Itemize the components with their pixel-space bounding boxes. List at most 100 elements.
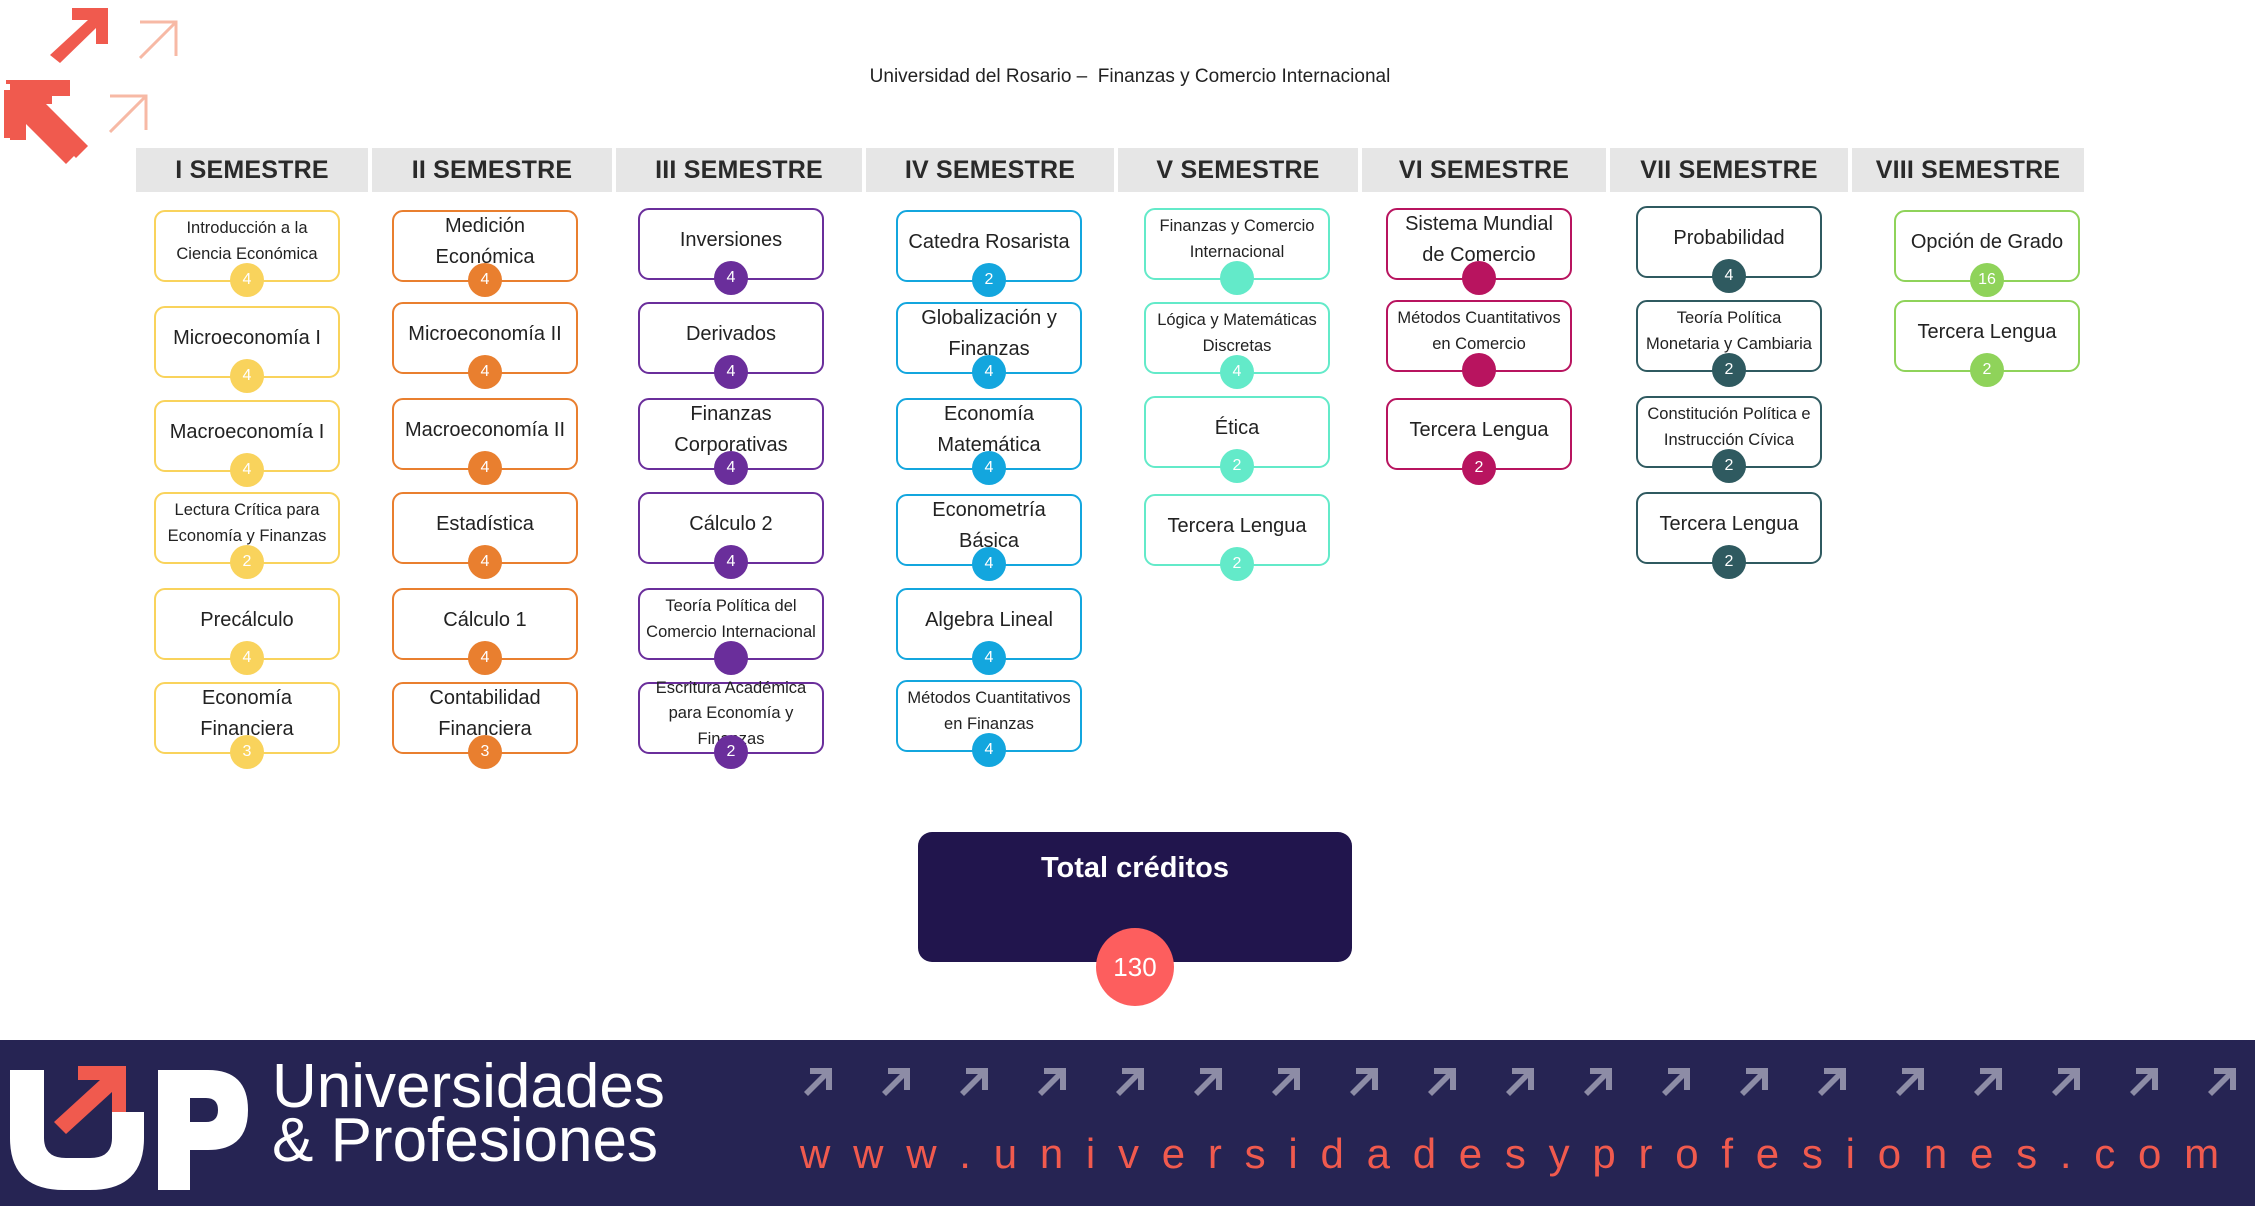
credits-badge: 4 xyxy=(714,355,748,389)
semester-header-1: I SEMESTRE xyxy=(136,148,368,192)
course-name: Tercera Lengua xyxy=(1167,514,1307,537)
arrow-icon xyxy=(1428,1068,1456,1096)
course-name: Medición Económica xyxy=(435,215,535,268)
website-letter: e xyxy=(1161,1130,1186,1177)
credits-badge: 2 xyxy=(1220,449,1254,483)
website-letter: f xyxy=(1721,1130,1734,1177)
website-letter: s xyxy=(2016,1130,2038,1177)
website-letter: i xyxy=(1288,1130,1299,1177)
arrow-icon xyxy=(1662,1068,1690,1096)
semester-header-6: VI SEMESTRE xyxy=(1362,148,1606,192)
up-logo-icon xyxy=(10,1066,248,1190)
brand-name: Universidades & Profesiones xyxy=(272,1052,665,1175)
course-name: Escritura Académica para Economía y Fina… xyxy=(655,678,807,748)
course-name: Inversiones xyxy=(679,228,783,251)
course-name: Tercera Lengua xyxy=(1917,320,2057,343)
website-letter: s xyxy=(1801,1130,1824,1177)
arrow-icon xyxy=(1974,1068,2002,1096)
decorative-arrow-row xyxy=(800,1066,2240,1110)
course-card: Métodos Cuantitativos en Comercio xyxy=(1386,300,1572,387)
credits-badge: 2 xyxy=(714,735,748,769)
credits-badge: 4 xyxy=(468,355,502,389)
credits-badge: 4 xyxy=(468,641,502,675)
website-letter: a xyxy=(1366,1130,1391,1177)
course-name: Introducción a la Ciencia Económica xyxy=(176,219,318,263)
website-letter: n xyxy=(1923,1130,1948,1177)
credits-badge xyxy=(714,641,748,675)
credits-badge: 2 xyxy=(1712,353,1746,387)
credits-badge: 4 xyxy=(1220,355,1254,389)
website-letter: i xyxy=(1085,1130,1096,1177)
credits-badge: 4 xyxy=(972,733,1006,767)
semester-header-5: V SEMESTRE xyxy=(1118,148,1358,192)
arrow-icon xyxy=(2130,1068,2158,1096)
credits-badge: 4 xyxy=(714,545,748,579)
course-name: Macroeconomía II xyxy=(404,418,566,441)
course-name: Estadística xyxy=(436,512,534,535)
credits-badge: 4 xyxy=(230,453,264,487)
credits-badge: 3 xyxy=(468,735,502,769)
website-letter: o xyxy=(1675,1130,1700,1177)
credits-badge: 4 xyxy=(972,547,1006,581)
website-letter: . xyxy=(959,1130,972,1177)
website-letter: d xyxy=(1412,1130,1437,1177)
course-name: Finanzas Corporativas xyxy=(674,403,788,456)
website-letter: s xyxy=(1244,1130,1267,1177)
course-card: Lectura Crítica para Economía y Finanzas… xyxy=(154,492,340,579)
course-name: Tercera Lengua xyxy=(1409,418,1549,441)
course-card: Constitución Política e Instrucción Cívi… xyxy=(1636,396,1822,483)
course-card: Tercera Lengua 2 xyxy=(1894,300,2080,387)
arrow-icon xyxy=(804,1068,832,1096)
credits-badge: 4 xyxy=(468,263,502,297)
website-letter: v xyxy=(1118,1130,1140,1177)
website-letter: i xyxy=(1845,1130,1856,1177)
arrow-icon xyxy=(1896,1068,1924,1096)
course-card: Sistema Mundial de Comercio xyxy=(1386,208,1572,295)
credits-badge: 2 xyxy=(1970,353,2004,387)
course-name: Precálculo xyxy=(200,608,294,631)
course-name: Globalización y Finanzas xyxy=(921,307,1057,360)
website-letter: r xyxy=(1207,1130,1223,1177)
arrow-icon xyxy=(2208,1068,2236,1096)
course-name: Métodos Cuantitativos en Finanzas xyxy=(907,689,1071,733)
course-name: Cálculo 1 xyxy=(443,608,527,631)
credits-badge: 4 xyxy=(230,263,264,297)
website-letter: p xyxy=(1592,1130,1617,1177)
semester-header-7: VII SEMESTRE xyxy=(1610,148,1848,192)
arrow-icon xyxy=(1584,1068,1612,1096)
arrow-icon xyxy=(1194,1068,1222,1096)
arrow-icon xyxy=(882,1068,910,1096)
website-letter: y xyxy=(1548,1130,1571,1177)
website-letter: o xyxy=(1877,1130,1902,1177)
credits-badge xyxy=(1462,261,1496,295)
course-name: Finanzas y Comercio Internacional xyxy=(1159,217,1315,261)
credits-badge: 4 xyxy=(972,355,1006,389)
course-name: Ética xyxy=(1214,416,1260,439)
credits-badge: 2 xyxy=(1462,451,1496,485)
credits-badge: 2 xyxy=(1712,545,1746,579)
website-letter: c xyxy=(2094,1130,2116,1177)
course-name: Cálculo 2 xyxy=(689,512,773,535)
course-name: Catedra Rosarista xyxy=(908,230,1070,253)
course-name: Macroeconomía I xyxy=(169,420,325,443)
arrow-icon xyxy=(960,1068,988,1096)
